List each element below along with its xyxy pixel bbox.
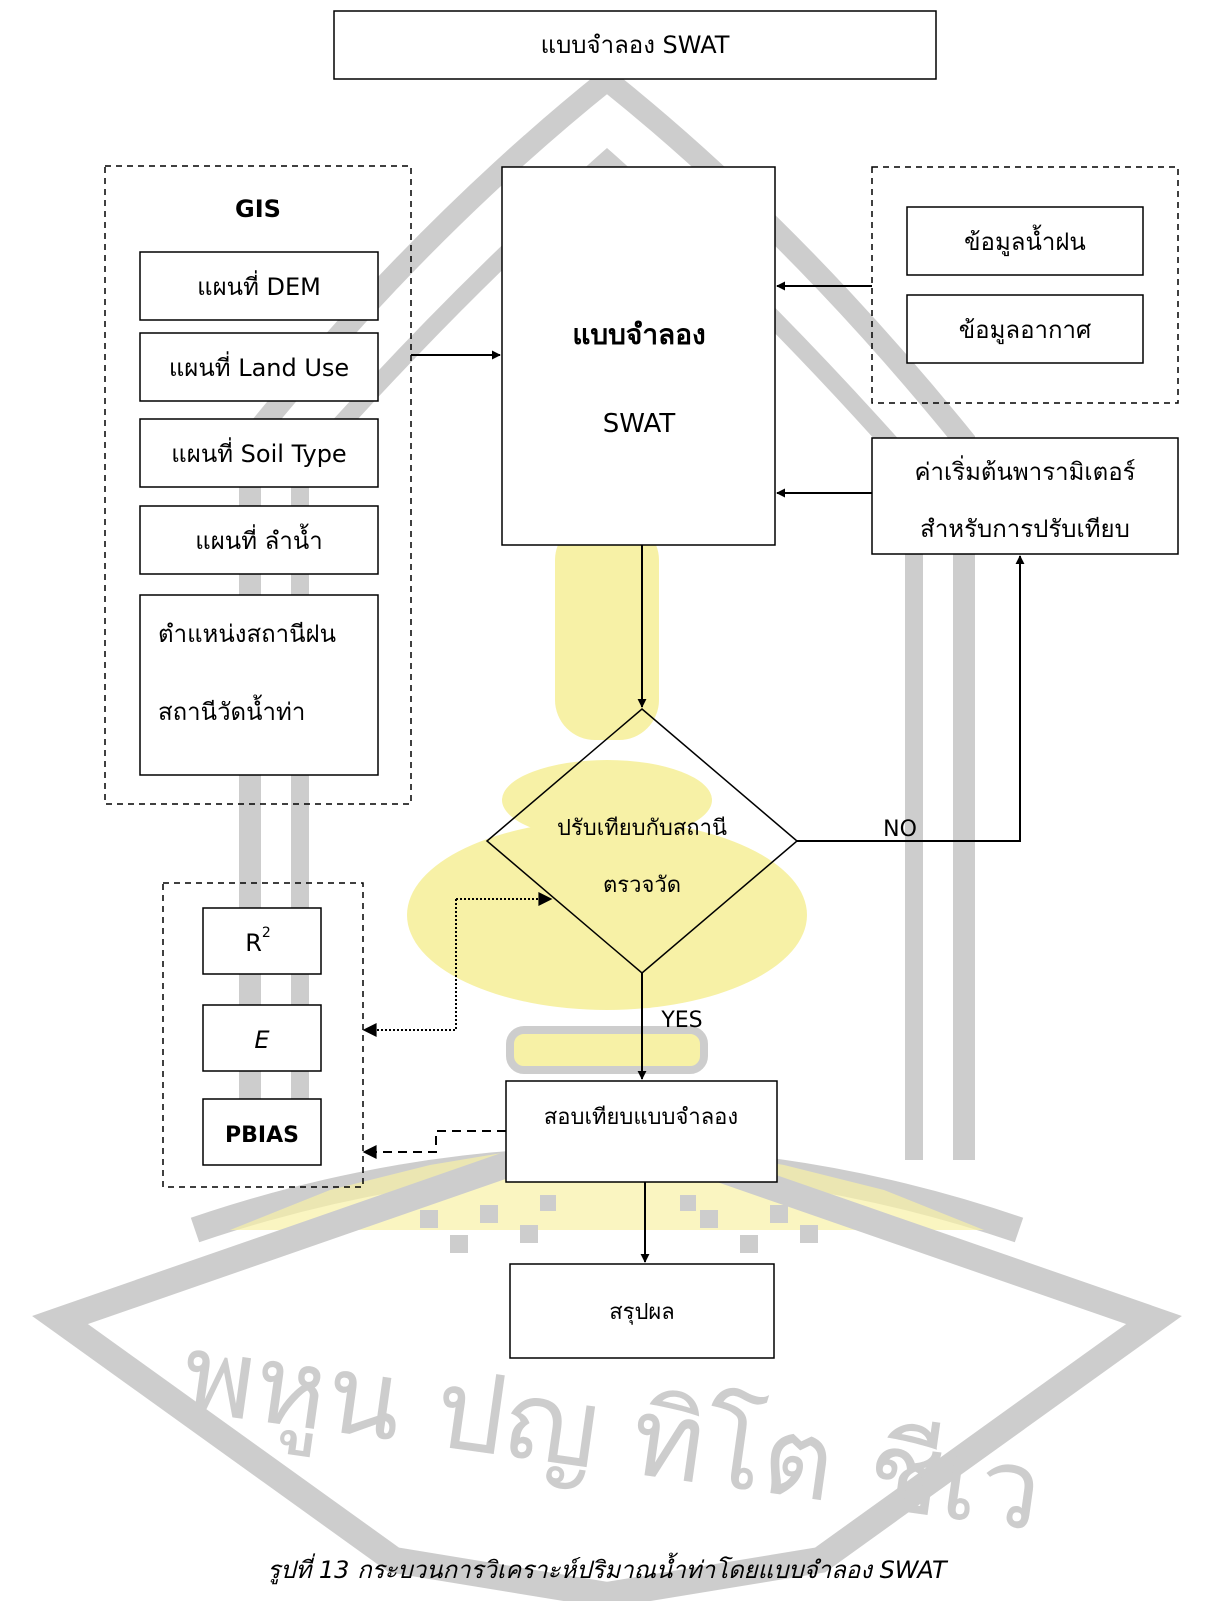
verify-box: สอบเทียบแบบจำลอง [505, 1080, 778, 1183]
climate-data: ข้อมูลอากาศ [959, 316, 1091, 345]
gis-item-dem: แผนที่ DEM [197, 270, 321, 301]
gis-item-box [139, 505, 379, 575]
gis-item-soil-type: แผนที่ Soil Type [171, 437, 346, 468]
gis-group: GIS แผนที่ DEM แผนที่ Land Use แผนที่ So… [104, 165, 412, 805]
gis-item-stream: แผนที่ ลำน้ำ [195, 523, 322, 555]
weather-group: ข้อมูลน้ำฝน ข้อมูลอากาศ [871, 166, 1179, 404]
station-line-1: ตำแหน่งสถานีฝน [158, 620, 336, 648]
gis-heading: GIS [235, 195, 281, 223]
gis-item-box [139, 332, 379, 402]
metric-pbias: PBIAS [225, 1123, 299, 1148]
decision-line-2: ตรวจวัด [603, 873, 681, 898]
model-title: แบบจำลอง [572, 318, 705, 351]
arrow-no-to-params [797, 555, 1025, 842]
gis-item-box [139, 418, 379, 488]
metric-r2: R2 [245, 925, 271, 957]
arrow-dotted-to-e [362, 899, 457, 1037]
params-line-1: ค่าเริ่มต้นพารามิเตอร์ [914, 455, 1135, 486]
station-line-2: สถานีวัดน้ำท่า [158, 694, 305, 726]
decision-line-1: ปรับเทียบกับสถานี [557, 816, 727, 841]
rain-data: ข้อมูลน้ำฝน [964, 224, 1086, 257]
params-box: ค่าเริ่มต้นพารามิเตอร์ สำหรับการปรับเทีย… [871, 437, 1179, 555]
yes-label: YES [660, 1008, 702, 1033]
diagram-title: แบบจำลอง SWAT [541, 31, 730, 59]
connectors [362, 281, 1025, 1263]
arrow-dashed-to-pbias [362, 1130, 506, 1159]
no-label: NO [883, 817, 917, 842]
metrics-group: R2 E PBIAS [162, 882, 364, 1188]
metric-r2-base: R [245, 929, 262, 957]
conclusion-box: สรุปผล [509, 1263, 775, 1359]
verify-label: สอบเทียบแบบจำลอง [544, 1105, 738, 1130]
figure-caption: รูปที่ 13 กระบวนการวิเคราะห์ปริมาณน้ำท่า… [267, 1552, 949, 1585]
gis-item-box [139, 251, 379, 321]
station-box [139, 594, 379, 776]
metric-r2-sup: 2 [262, 925, 271, 941]
conclusion-label: สรุปผล [609, 1300, 675, 1325]
gis-item-land-use: แผนที่ Land Use [169, 351, 349, 382]
model-box: แบบจำลอง SWAT [501, 166, 776, 546]
params-line-2: สำหรับการปรับเทียบ [920, 515, 1130, 543]
title-box: แบบจำลอง SWAT [333, 10, 937, 80]
metric-e: E [254, 1026, 270, 1054]
model-subtitle: SWAT [603, 409, 676, 439]
